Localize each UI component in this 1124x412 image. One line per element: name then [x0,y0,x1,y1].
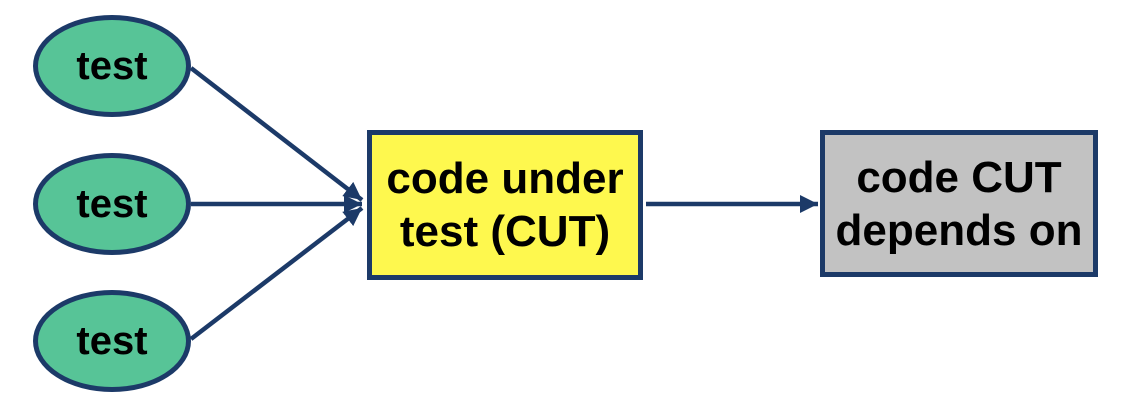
arrow-test1-to-cut [189,66,364,202]
node-test-2-label: test [76,181,148,226]
node-code-cut-depends-on: code CUT depends on [820,130,1098,277]
node-code-under-test: code under test (CUT) [367,130,643,280]
node-code-cut-depends-on-label-line1: code CUT [856,152,1062,202]
node-test-3: test [33,290,191,392]
node-test-1: test [33,15,191,117]
arrow-test3-to-cut [189,206,364,341]
node-code-under-test-label-line1: code under [386,154,624,203]
node-test-3-label: test [76,318,148,363]
node-test-2: test [33,153,191,255]
node-test-1-label: test [76,43,148,88]
node-code-cut-depends-on-label: code CUT depends on [836,151,1083,257]
node-code-under-test-label: code under test (CUT) [386,152,623,258]
node-code-cut-depends-on-label-line2: depends on [835,205,1083,255]
node-code-under-test-label-line2: test (CUT) [399,207,611,256]
